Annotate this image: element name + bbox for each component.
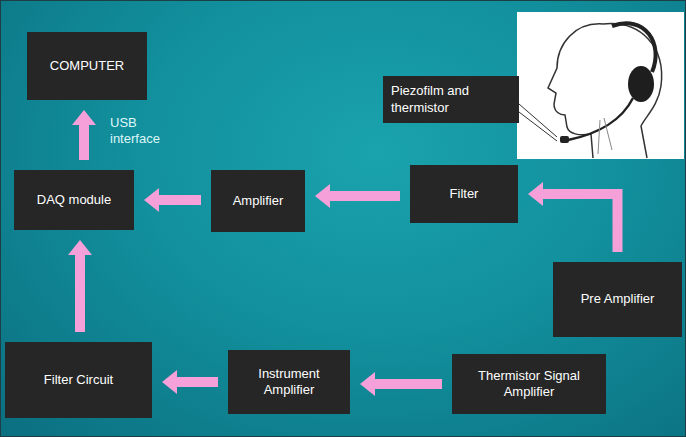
box-label: Filter: [450, 186, 479, 202]
box-label: Instrument Amplifier: [236, 366, 342, 399]
ear-cup: [628, 66, 654, 102]
output-box: COMPUTER: [27, 32, 147, 100]
process-box: Instrument Amplifier: [228, 350, 350, 414]
text-group: Amplifier: [233, 193, 284, 209]
text-group: Piezofilm and thermistor: [391, 83, 511, 116]
mic-boom: [568, 98, 633, 140]
text-group: DAQ module: [37, 192, 111, 208]
leader-line: [519, 104, 557, 137]
arrow-shaft: [75, 255, 85, 332]
arrow-shaft: [330, 191, 400, 201]
box-label: DAQ module: [37, 192, 111, 208]
box-label: Amplifier: [233, 193, 284, 209]
text-group: Pre Amplifier: [581, 291, 655, 307]
process-box: DAQ module: [14, 170, 134, 230]
text-group: Filter Circuit: [44, 372, 113, 388]
text-group: Instrument Amplifier: [236, 366, 342, 399]
cable: [598, 118, 612, 154]
box-label: COMPUTER: [50, 58, 124, 74]
process-box: Filter: [410, 165, 518, 223]
arrow-shaft: [177, 377, 218, 387]
arrow-shaft: [375, 379, 442, 389]
flow-arrow: [72, 110, 96, 160]
arrow-shaft: [79, 125, 89, 160]
box-label: Piezofilm and thermistor: [391, 83, 511, 116]
box-label: Filter Circuit: [44, 372, 113, 388]
flow-arrow: [528, 182, 618, 252]
arrow-head: [528, 182, 543, 206]
box-label: Thermistor Signal Amplifier: [460, 368, 598, 401]
head-back: [603, 24, 662, 158]
arrow-head: [144, 188, 159, 212]
arrow-shaft: [159, 195, 201, 205]
callout-label: Piezofilm and thermistor: [383, 76, 519, 123]
arrow-shaft: [543, 194, 618, 252]
text-group: Thermistor Signal Amplifier: [460, 368, 598, 401]
flow-arrow: [315, 184, 400, 208]
microphone: [560, 136, 569, 143]
arrow-head: [68, 240, 92, 255]
flow-arrow: [68, 240, 92, 332]
box-label: Pre Amplifier: [581, 291, 655, 307]
arrow-head: [360, 372, 375, 396]
arrow-head: [315, 184, 330, 208]
process-box: Amplifier: [211, 170, 305, 232]
arrow-head: [162, 370, 177, 394]
flow-arrow: [360, 372, 442, 396]
arrow-head: [72, 110, 96, 125]
headband: [612, 23, 656, 72]
flow-arrow: [162, 370, 218, 394]
edge-label: USB interface: [110, 115, 174, 146]
illustration-panel: [517, 12, 684, 159]
process-box: Filter Circuit: [5, 342, 152, 418]
process-box: Pre Amplifier: [553, 262, 682, 337]
text-group: Filter: [450, 186, 479, 202]
text-group: COMPUTER: [50, 58, 124, 74]
process-box: Thermistor Signal Amplifier: [452, 354, 606, 414]
flow-arrow: [144, 188, 201, 212]
leader-line: [519, 112, 557, 141]
